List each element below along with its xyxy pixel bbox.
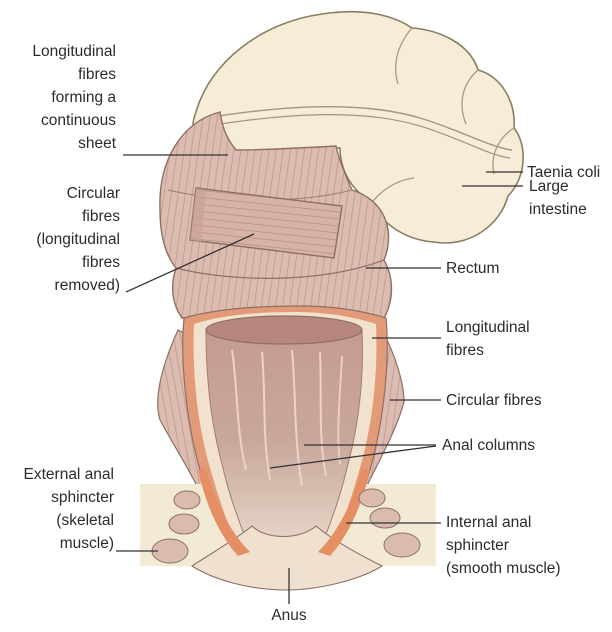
label-circular-fibres-removed: Circular fibres (longitudinal fibres rem… — [10, 182, 120, 297]
label-large-intestine: Large intestine — [529, 175, 587, 221]
label-anal-columns: Anal columns — [442, 434, 535, 457]
label-circular-fibres: Circular fibres — [446, 389, 542, 412]
label-anus: Anus — [264, 604, 314, 627]
label-external-anal-sphincter: External anal sphincter (skeletal muscle… — [4, 463, 114, 555]
label-rectum: Rectum — [446, 257, 499, 280]
label-longitudinal-sheet: Longitudinal fibres forming a continuous… — [10, 40, 116, 155]
label-longitudinal-fibres: Longitudinal fibres — [446, 316, 530, 362]
label-internal-anal-sphincter: Internal anal sphincter (smooth muscle) — [446, 511, 561, 580]
